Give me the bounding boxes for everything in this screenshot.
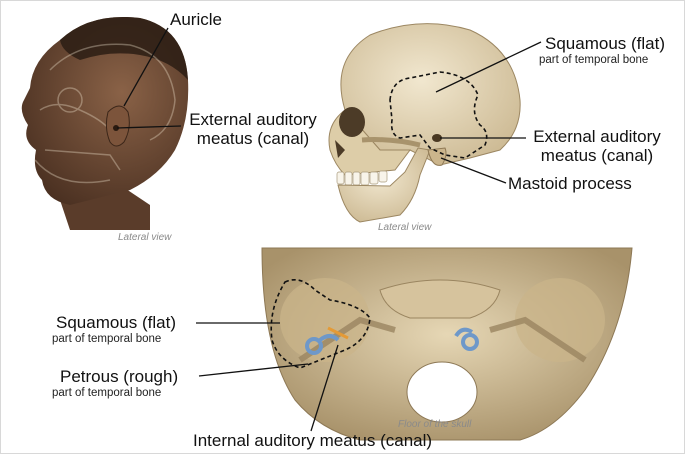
mastoid-label: Mastoid process	[508, 174, 632, 193]
skull-squamous-label: Squamous (flat)	[545, 34, 665, 53]
mastoid-leader-line	[441, 158, 506, 183]
head-lateral-illustration	[22, 17, 188, 230]
floor-caption: Floor of the skull	[398, 419, 471, 430]
internal-meatus-label: Internal auditory meatus (canal)	[193, 431, 432, 450]
head-ext-meatus-label-line2: meatus (canal)	[183, 129, 323, 148]
skull-ext-meatus-label-line1: External auditory	[526, 127, 668, 146]
head-caption: Lateral view	[118, 232, 171, 243]
skull-lateral-illustration	[329, 24, 520, 222]
petrous-sublabel: part of temporal bone	[52, 387, 161, 400]
foramen-magnum	[407, 362, 477, 422]
skull-squamous-sublabel: part of temporal bone	[539, 54, 648, 67]
floor-squamous-sublabel: part of temporal bone	[52, 333, 161, 346]
floor-squamous-label: Squamous (flat)	[56, 313, 176, 332]
petrous-label: Petrous (rough)	[60, 367, 178, 386]
skull-caption: Lateral view	[378, 222, 431, 233]
head-ext-meatus-label-line1: External auditory	[183, 110, 323, 129]
auricle-label: Auricle	[170, 10, 222, 29]
skull-ext-meatus-label-line2: meatus (canal)	[526, 146, 668, 165]
